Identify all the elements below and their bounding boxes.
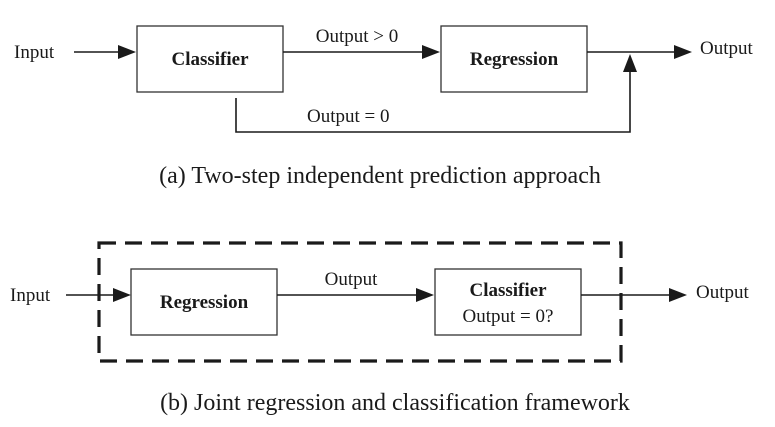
- a-output-arrow-head: [674, 45, 692, 59]
- diagram-a: Input Classifier Output > 0 Regression O…: [14, 25, 754, 189]
- a-input-arrow-head: [118, 45, 136, 59]
- b-classifier-box: [434, 268, 582, 336]
- a-classifier-to-regression-head: [422, 45, 440, 59]
- a-output-label: Output: [700, 38, 754, 59]
- a-bottom-edge-label: Output = 0: [307, 106, 390, 127]
- a-classifier-label: Classifier: [171, 49, 249, 70]
- b-regression-to-classifier-head: [416, 288, 434, 302]
- b-caption: (b) Joint regression and classification …: [160, 390, 630, 416]
- b-regression-box: [130, 268, 278, 336]
- b-joint-framework-boundary: [97, 241, 623, 363]
- a-regression-label: Regression: [470, 49, 559, 70]
- b-input-label: Input: [10, 285, 51, 306]
- a-top-edge-label: Output > 0: [316, 26, 399, 47]
- b-input-arrow-head: [113, 288, 131, 302]
- a-input-label: Input: [14, 42, 55, 63]
- a-bypass-arrow-head: [623, 54, 637, 72]
- a-classifier-box: [136, 25, 284, 93]
- a-regression-box: [440, 25, 588, 93]
- b-output-arrow-head: [669, 288, 687, 302]
- b-output-label: Output: [696, 282, 750, 303]
- b-edge-label: Output: [325, 269, 379, 290]
- b-regression-label: Regression: [160, 292, 249, 313]
- a-caption: (a) Two-step independent prediction appr…: [159, 163, 601, 189]
- diagram-b: Input Regression Output Classifier Outpu…: [10, 241, 750, 416]
- b-classifier-label: Classifier: [469, 280, 547, 301]
- b-classifier-sublabel: Output = 0?: [463, 306, 554, 327]
- a-bypass-line: [235, 70, 631, 133]
